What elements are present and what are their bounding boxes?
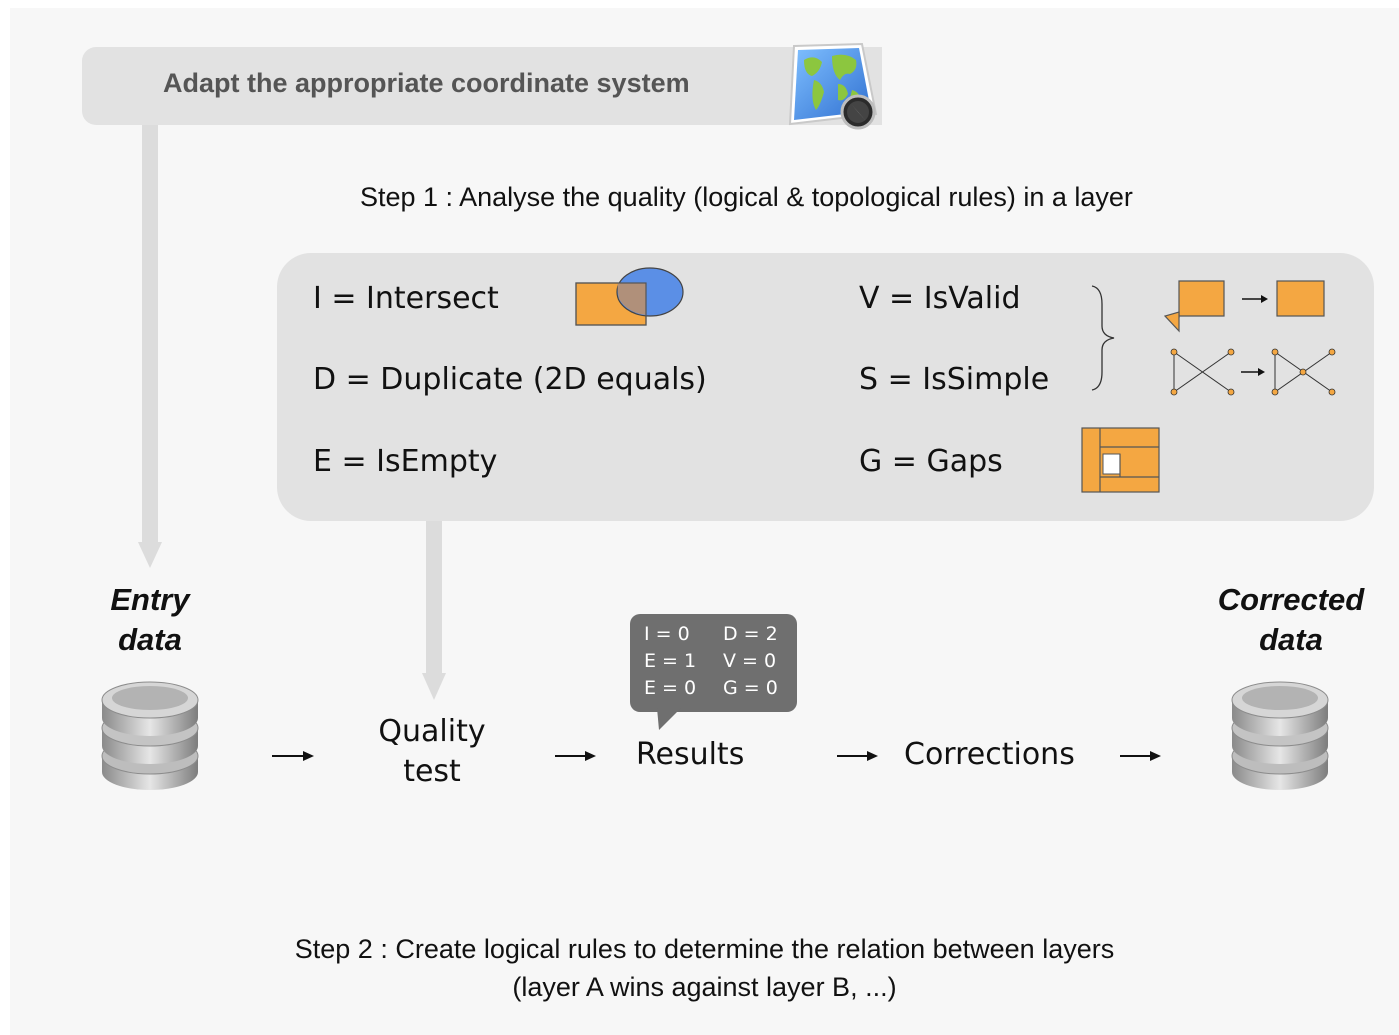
- quality-test-line2: test: [403, 754, 461, 789]
- entry-database-icon: [101, 681, 199, 790]
- arrow-quality-to-results: [555, 751, 596, 761]
- results-node: Results: [636, 737, 745, 772]
- corrections-node: Corrections: [904, 737, 1075, 772]
- step1-heading: Step 1 : Analyse the quality (logical & …: [360, 182, 1133, 212]
- rule-gaps: G = Gaps: [859, 444, 1003, 479]
- result-is-empty-1: E = 1: [644, 650, 697, 672]
- entry-data-line2: data: [118, 622, 182, 657]
- panel-connector-arrowhead: [422, 673, 446, 700]
- intersect-illustration: [575, 267, 684, 326]
- rule-is-valid: V = IsValid: [859, 281, 1021, 316]
- banner-connector-arrowhead: [138, 542, 162, 568]
- step2-subheading: (layer A wins against layer B, ...): [512, 972, 897, 1002]
- diagram-canvas: [10, 8, 1399, 1035]
- rule-is-empty: E = IsEmpty: [313, 444, 498, 479]
- banner-title: Adapt the appropriate coordinate system: [163, 68, 690, 98]
- quality-test-node: Quality test: [352, 712, 512, 792]
- step2-heading: Step 2 : Create logical rules to determi…: [294, 934, 1115, 964]
- arrow-results-to-corrections: [837, 751, 878, 761]
- arrow-corrections-to-corrected: [1120, 751, 1161, 761]
- brace-icon: [1091, 285, 1115, 391]
- result-gaps: G = 0: [723, 677, 778, 699]
- gaps-illustration: [1081, 427, 1160, 493]
- result-intersect: I = 0: [644, 623, 690, 645]
- results-bubble-tail: [657, 708, 681, 730]
- corrected-data-label: Corrected data: [1205, 580, 1377, 660]
- results-bubble: [630, 614, 797, 712]
- is-simple-illustration: [1170, 348, 1336, 396]
- result-is-valid: V = 0: [723, 650, 777, 672]
- banner-connector: [142, 120, 158, 545]
- panel-connector: [426, 515, 442, 675]
- rule-duplicate: D = Duplicate (2D equals): [313, 362, 707, 397]
- corrected-data-line2: data: [1259, 622, 1323, 657]
- map-compass-icon: [788, 42, 878, 130]
- result-duplicate: D = 2: [723, 623, 778, 645]
- arrow-entry-to-quality: [272, 751, 314, 761]
- rule-intersect: I = Intersect: [313, 281, 499, 316]
- corrected-data-line1: Corrected: [1217, 582, 1365, 617]
- entry-data-line1: Entry: [110, 582, 190, 617]
- coordinate-system-banner: [82, 47, 882, 125]
- entry-data-label: Entry data: [90, 580, 210, 660]
- quality-test-line1: Quality: [378, 714, 486, 749]
- is-valid-illustration: [1163, 280, 1325, 333]
- result-is-empty-0: E = 0: [644, 677, 697, 699]
- rule-is-simple: S = IsSimple: [859, 362, 1050, 397]
- corrected-database-icon: [1231, 681, 1329, 790]
